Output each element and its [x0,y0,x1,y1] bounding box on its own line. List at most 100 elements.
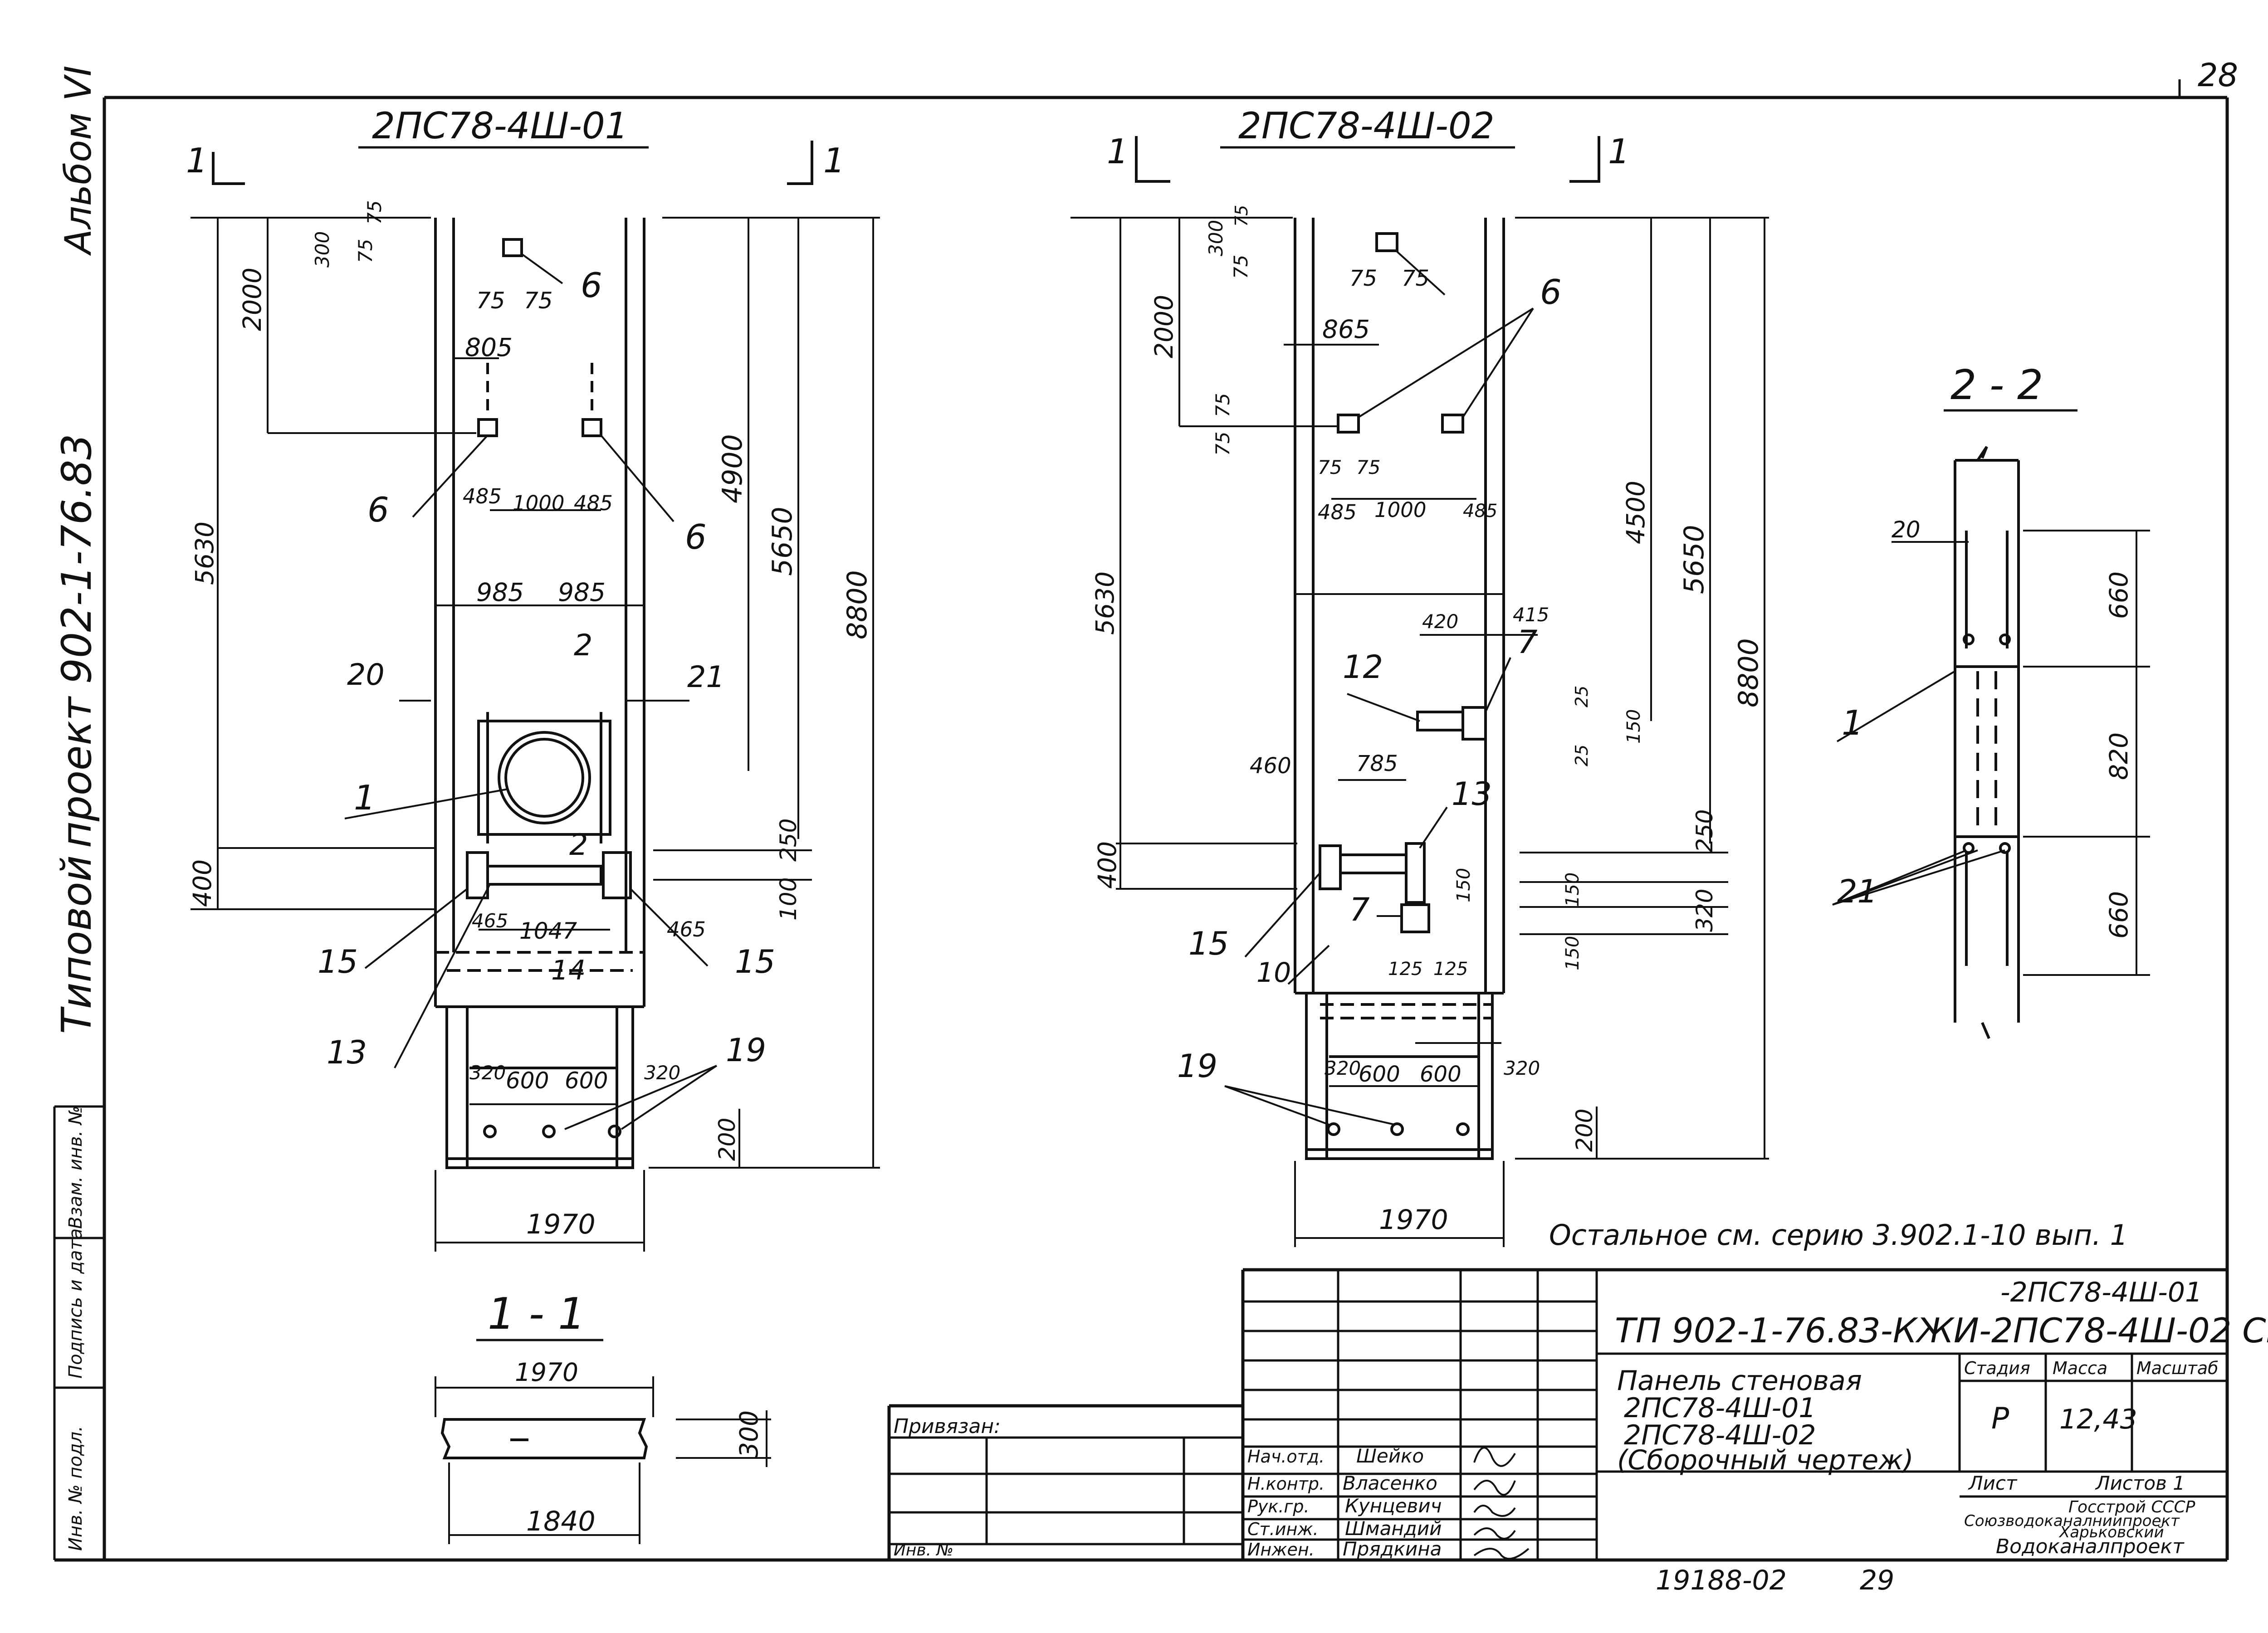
role-5: Инжен. [1247,1540,1315,1560]
view1-dim-75d: 75 [524,288,553,314]
sheet-number: 28 [2198,57,2238,94]
view1-dim-485b: 485 [574,491,613,515]
view1-dim-985a: 985 [476,578,524,607]
view1-pos-13: 13 [327,1034,367,1071]
bottom-page: 29 [1860,1565,1894,1596]
side-stamp-replace: Взам. инв. № [65,1106,86,1229]
view2-pos-7a: 7 [1517,624,1538,661]
view2-dim-4500: 4500 [1621,481,1650,544]
view2-dim-865: 865 [1322,315,1370,344]
title-block-grid [887,1268,2227,1560]
view1-dim-805: 805 [465,333,513,362]
view2-pos-13: 13 [1452,775,1492,813]
view2-dim-150a: 150 [1623,709,1644,744]
title-block: -2ПС78-4Ш-01 ТП 902-1-76.83-КЖИ-2ПС78-4Ш… [887,1268,2268,1560]
org-line4: Водоканалпроект [1996,1535,2185,1558]
view2-dimension-lines [1070,217,1769,1247]
view2-dim-125a: 125 [1388,959,1422,980]
name-5: Прядкина [1343,1538,1442,1560]
col-mass: Масса [2053,1358,2107,1378]
section22-dimension-lines [1832,530,2150,976]
section11-dim-1840: 1840 [526,1506,596,1537]
view2-dim-75d: 75 [1402,266,1429,291]
stage-value: Р [1991,1402,2009,1436]
sheets-label: Листов 1 [2095,1472,2185,1494]
section22-dim-660b: 660 [2104,891,2133,939]
view2-dim-5650: 5650 [1678,525,1710,594]
view2-dim-320a: 320 [1325,1057,1361,1079]
section22-dim-820: 820 [2104,732,2133,780]
view2-panel-outline [1294,218,1505,1160]
view1-pos-1: 1 [354,778,376,818]
view2-dim-25a: 25 [1572,686,1592,707]
view2-dim-320b: 320 [1504,1057,1540,1079]
view2-section-mark-left: 1 [1107,132,1129,171]
role-3: Рук.гр. [1247,1497,1310,1516]
section22-body [1954,446,2020,1039]
section11-body [440,1418,648,1459]
section22-dim-660a: 660 [2104,571,2133,619]
view2-dim-75e: 75 [1212,393,1234,417]
view2-dim-785: 785 [1356,751,1398,776]
view2-dim-300: 300 [1205,220,1227,256]
role-4: Ст.инж. [1247,1519,1319,1539]
tied-label: Привязан: [894,1415,1001,1438]
album-label: Альбом VI [57,66,99,256]
view1-dim-465b: 465 [667,917,706,941]
view1-section-mark-right: 1 [823,141,845,180]
view1-dim-2000: 2000 [238,268,267,331]
view1-dim-5650: 5650 [767,507,798,576]
view1-dim-8800: 8800 [841,570,873,639]
name-4: Шмандий [1345,1517,1442,1540]
org-line2: Союзводоканалниипроект [1964,1512,2180,1530]
view2-dim-75g: 75 [1318,456,1342,478]
view1-pos-15b: 15 [735,943,775,980]
view1-dim-5630: 5630 [190,522,219,585]
view1-dim-250: 250 [775,819,802,862]
view1-title: 2ПС78-4Ш-01 [372,105,628,147]
view1-dim-485a: 485 [463,484,502,508]
view1-dimension-lines [191,217,880,1252]
view1-dim-75c: 75 [476,288,505,314]
view1-dim-320a: 320 [469,1062,506,1084]
view2-dim-485a: 485 [1318,500,1357,524]
view1-dim-75a: 75 [363,200,386,224]
view1-dim-1047: 1047 [519,918,577,944]
view2-dim-1000: 1000 [1374,498,1427,522]
view1-dim-4900: 4900 [717,434,748,503]
view1-dim-1970: 1970 [526,1209,596,1240]
view2-pos-19: 19 [1177,1048,1217,1085]
view2-pos-12: 12 [1343,648,1383,686]
section11-dim-300: 300 [734,1410,763,1458]
view1-dim-985b: 985 [558,578,606,607]
view1-pos-20: 20 [347,658,385,692]
view1-pos-6b: 6 [367,490,389,530]
view2-dim-75a: 75 [1232,205,1251,227]
view1-dim-100: 100 [775,877,802,921]
org-line1: Госстрой СССР [2068,1498,2195,1516]
view2-dim-460: 460 [1250,753,1291,779]
view2-dim-400: 400 [1093,841,1122,889]
view1-pos-6c: 6 [685,517,707,557]
view1-dim-600b: 600 [565,1068,608,1094]
role-2: Н.контр. [1247,1474,1325,1494]
view2-dim-8800: 8800 [1733,638,1765,707]
view2-dim-125b: 125 [1433,959,1468,980]
view1-dim-200: 200 [714,1118,740,1161]
section11-title: 1 - 1 [488,1289,586,1339]
doc-name-3: 2ПС78-4Ш-02 [1624,1419,1816,1451]
section11-dim-1970: 1970 [515,1358,578,1387]
doc-name-2: 2ПС78-4Ш-01 [1624,1392,1816,1424]
signatures [1473,1447,1530,1560]
view2-dim-420: 420 [1422,610,1458,633]
view1-dim-600a: 600 [506,1068,549,1094]
view1-section-2b: 2 [569,828,588,862]
section11: 1 - 1 1970 1840 300 [435,1289,771,1544]
doc-code-line2: ТП 902-1-76.83-КЖИ-2ПС78-4Ш-02 СБ [1615,1311,2268,1350]
bottom-code: 19188-02 [1656,1565,1787,1596]
view1-section-2a: 2 [574,629,592,663]
section11-dimension-lines [435,1376,771,1544]
view2-dim-250: 250 [1691,809,1718,853]
view2-dim-485b: 485 [1463,501,1497,522]
doc-code-line1: -2ПС78-4Ш-01 [2000,1277,2202,1308]
